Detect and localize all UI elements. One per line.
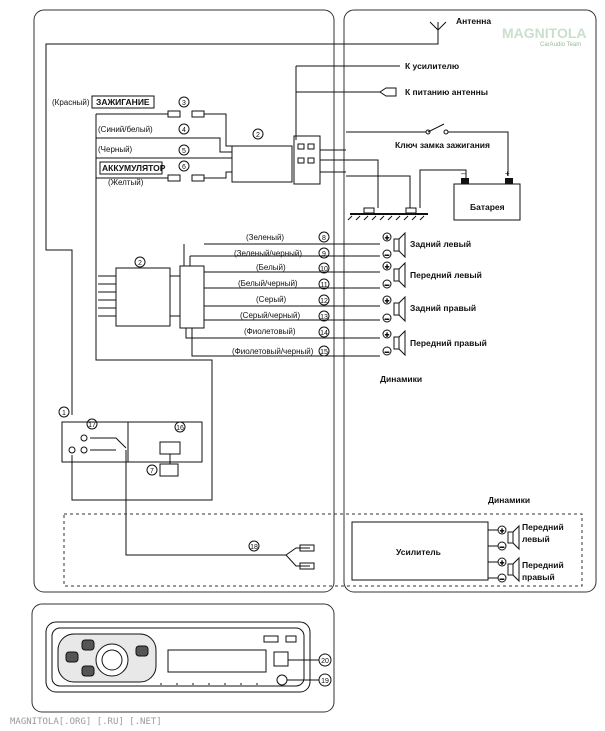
rear-left-label: Задний левый: [410, 239, 471, 249]
amplifier-box: [351, 521, 489, 581]
svg-text:+: +: [385, 298, 389, 305]
amp-front-left-2: левый: [522, 534, 550, 544]
headunit-front: [45, 621, 311, 693]
svg-text:+: +: [500, 528, 504, 535]
antenna-cable: [45, 36, 439, 415]
svg-text:–: –: [461, 169, 466, 178]
optional-amp-area: [63, 513, 583, 587]
logo-sub: CarAudio Team: [540, 42, 581, 48]
blue-white-label: (Синий/белый): [98, 125, 153, 134]
wire-white-black-label: (Белый/черный): [238, 279, 298, 288]
front-left-label: Передний левый: [410, 270, 482, 280]
to-antenna-power-label: К питанию антенны: [405, 87, 488, 97]
svg-text:16: 16: [176, 425, 184, 432]
ignition-label: ЗАЖИГАНИЕ: [96, 97, 150, 107]
svg-text:+: +: [500, 560, 504, 567]
black-label: (Черный): [98, 145, 133, 154]
battery-label: Батарея: [470, 202, 505, 212]
wire-green-black-label: (Зеленый/черный): [234, 249, 302, 258]
amp-speaker-left-icon: + –: [488, 524, 520, 552]
svg-text:–: –: [500, 576, 504, 583]
antenna-icon: [429, 21, 447, 36]
rca-jack-2: [80, 446, 88, 454]
svg-text:6: 6: [182, 164, 186, 171]
antenna-power-connector: [379, 87, 397, 97]
svg-text:13: 13: [320, 314, 328, 321]
connector-2-speakers: [115, 267, 171, 327]
svg-text:9: 9: [322, 251, 326, 258]
accumulator-label: АККУМУЛЯТОР: [102, 163, 166, 173]
amp-speaker-right-icon: + –: [488, 556, 520, 584]
rca-jack-1: [80, 434, 88, 442]
wire-violet-black-label: (Фиолетовый/черный): [232, 347, 314, 356]
headunit-rear: [61, 421, 203, 463]
svg-text:2: 2: [138, 260, 142, 267]
ignition-key-label: Ключ замка зажигания: [395, 140, 490, 150]
amp-front-left-1: Передний: [522, 522, 564, 532]
svg-text:–: –: [385, 316, 389, 323]
front-right-label: Передний правый: [410, 338, 487, 348]
wire-white-label: (Белый): [256, 263, 286, 272]
left-panel: [33, 9, 335, 593]
rear-right-label: Задний правый: [410, 303, 476, 313]
svg-text:18: 18: [250, 544, 258, 551]
speakers-label-2: Динамики: [488, 495, 530, 505]
svg-text:–: –: [385, 282, 389, 289]
svg-text:8: 8: [322, 235, 326, 242]
watermark: MAGNITOLA[.ORG] [.RU] [.NET]: [10, 717, 162, 727]
right-panel: [343, 9, 597, 593]
svg-text:+: +: [385, 264, 389, 271]
svg-text:14: 14: [320, 330, 328, 337]
amp-front-right-2: правый: [522, 572, 555, 582]
svg-text:–: –: [385, 252, 389, 259]
speaker-front-left-icon: + –: [382, 261, 406, 290]
svg-text:12: 12: [320, 298, 328, 305]
svg-text:10: 10: [320, 266, 328, 273]
svg-text:11: 11: [320, 282, 327, 289]
svg-text:3: 3: [182, 100, 186, 107]
accumulator-box: [99, 161, 163, 175]
wire-gray-label: (Серый): [256, 295, 287, 304]
wire-gray-black-label: (Серый/черный): [240, 311, 300, 320]
ignition-box: [91, 95, 155, 109]
logo-text: MAGNITOLA: [502, 25, 587, 41]
amp-front-right-1: Передний: [522, 560, 564, 570]
connector-2-top: [231, 145, 293, 183]
svg-text:+: +: [505, 169, 510, 178]
red-label: (Красный): [52, 98, 90, 107]
amplifier-label: Усилитель: [396, 547, 441, 557]
svg-text:–: –: [385, 349, 389, 356]
svg-text:+: +: [385, 235, 389, 242]
speaker-rear-left-icon: + –: [382, 231, 406, 260]
rca-cable-icon: [285, 544, 315, 570]
headunit-panel: [31, 603, 335, 713]
antenna-label: Антенна: [456, 16, 491, 26]
to-amp-label: К усилителю: [405, 61, 459, 71]
svg-text:7: 7: [150, 468, 154, 475]
battery-icon: [453, 183, 521, 221]
speaker-rear-right-icon: + –: [382, 295, 406, 324]
ignition-switch: [425, 123, 449, 135]
wire-green-label: (Зеленый): [246, 233, 284, 242]
ground-icon: [347, 213, 428, 221]
svg-text:4: 4: [182, 127, 186, 134]
svg-text:5: 5: [182, 148, 186, 155]
svg-text:+: +: [385, 332, 389, 339]
yellow-label: (Желтый): [108, 178, 144, 187]
speaker-front-right-icon: + –: [382, 329, 406, 357]
svg-text:19: 19: [321, 678, 329, 685]
svg-text:15: 15: [320, 349, 328, 356]
svg-text:20: 20: [321, 658, 329, 665]
wire-violet-label: (Фиолетовый): [244, 327, 296, 336]
svg-text:2: 2: [256, 132, 260, 139]
svg-text:17: 17: [88, 422, 96, 429]
svg-text:1: 1: [62, 410, 66, 417]
speakers-label-1: Динамики: [380, 374, 422, 384]
svg-text:–: –: [500, 544, 504, 551]
